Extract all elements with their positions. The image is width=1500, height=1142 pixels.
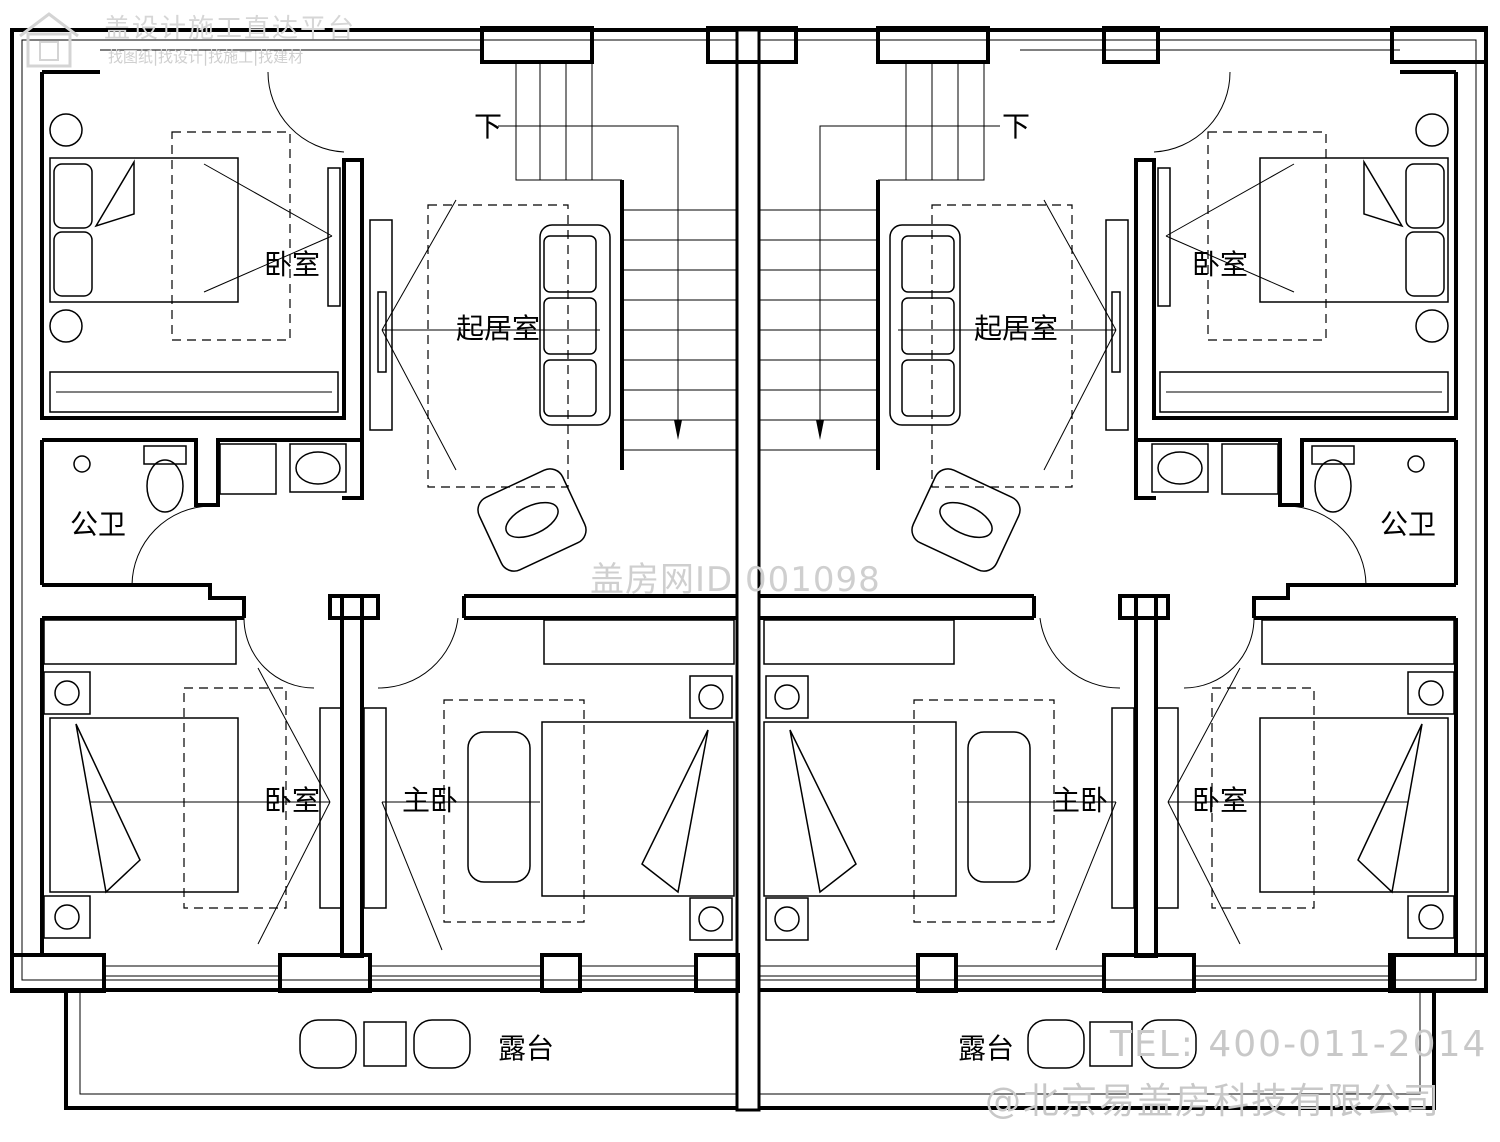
stairs-left: [498, 62, 737, 451]
room-labels: 起居室 起居室 卧室 卧室 卧室 卧室 主卧 主卧 公卫 公卫 露台 露台 下 …: [70, 110, 1436, 1065]
label-terrace-right: 露台: [958, 1032, 1014, 1065]
label-wc-left: 公卫: [70, 508, 126, 541]
bedroom-tl-furniture: [49, 113, 341, 413]
label-bed-br: 卧室: [1192, 784, 1248, 817]
living-left-furniture: [369, 199, 611, 572]
bedroom-bl-furniture: [43, 619, 343, 945]
wc-left-fixtures: [73, 443, 347, 513]
right-unit-walls: [759, 62, 1458, 990]
watermark-tel: TEL: 400-011-2014: [1110, 1024, 1488, 1065]
watermark-top-title: 盖设计施工直达平台: [104, 14, 357, 44]
label-bed-tr: 卧室: [1192, 248, 1248, 281]
bedroom-tr-furniture: [1157, 113, 1449, 413]
stairs-right: [759, 62, 1000, 451]
label-terrace-left: 露台: [498, 1032, 554, 1065]
label-living-right: 起居室: [974, 312, 1058, 345]
label-master-right: 主卧: [1052, 784, 1108, 817]
label-stair-down-left: 下: [474, 110, 502, 143]
watermark-top-subtitle: 找图纸|找设计|找施工|找建材: [108, 48, 304, 66]
master-r-furniture: [763, 619, 1135, 951]
left-unit-walls: [40, 62, 737, 990]
logo-icon: [19, 12, 79, 68]
label-wc-right: 公卫: [1380, 508, 1436, 541]
label-bed-tl: 卧室: [264, 248, 320, 281]
wc-right-fixtures: [1151, 443, 1425, 513]
label-living-left: 起居室: [456, 312, 540, 345]
living-right-furniture: [889, 199, 1129, 572]
bottom-windows: [104, 965, 1390, 977]
master-l-furniture: [363, 619, 735, 951]
watermark-center-id: 盖房网ID 001098: [590, 560, 881, 600]
label-stair-down-right: 下: [1002, 110, 1030, 143]
label-master-left: 主卧: [402, 784, 458, 817]
outer-walls: [10, 26, 1488, 1112]
bedroom-br-furniture: [1155, 619, 1455, 945]
label-bed-bl: 卧室: [264, 784, 320, 817]
watermark-company: @北京易盖房科技有限公司: [985, 1081, 1442, 1122]
